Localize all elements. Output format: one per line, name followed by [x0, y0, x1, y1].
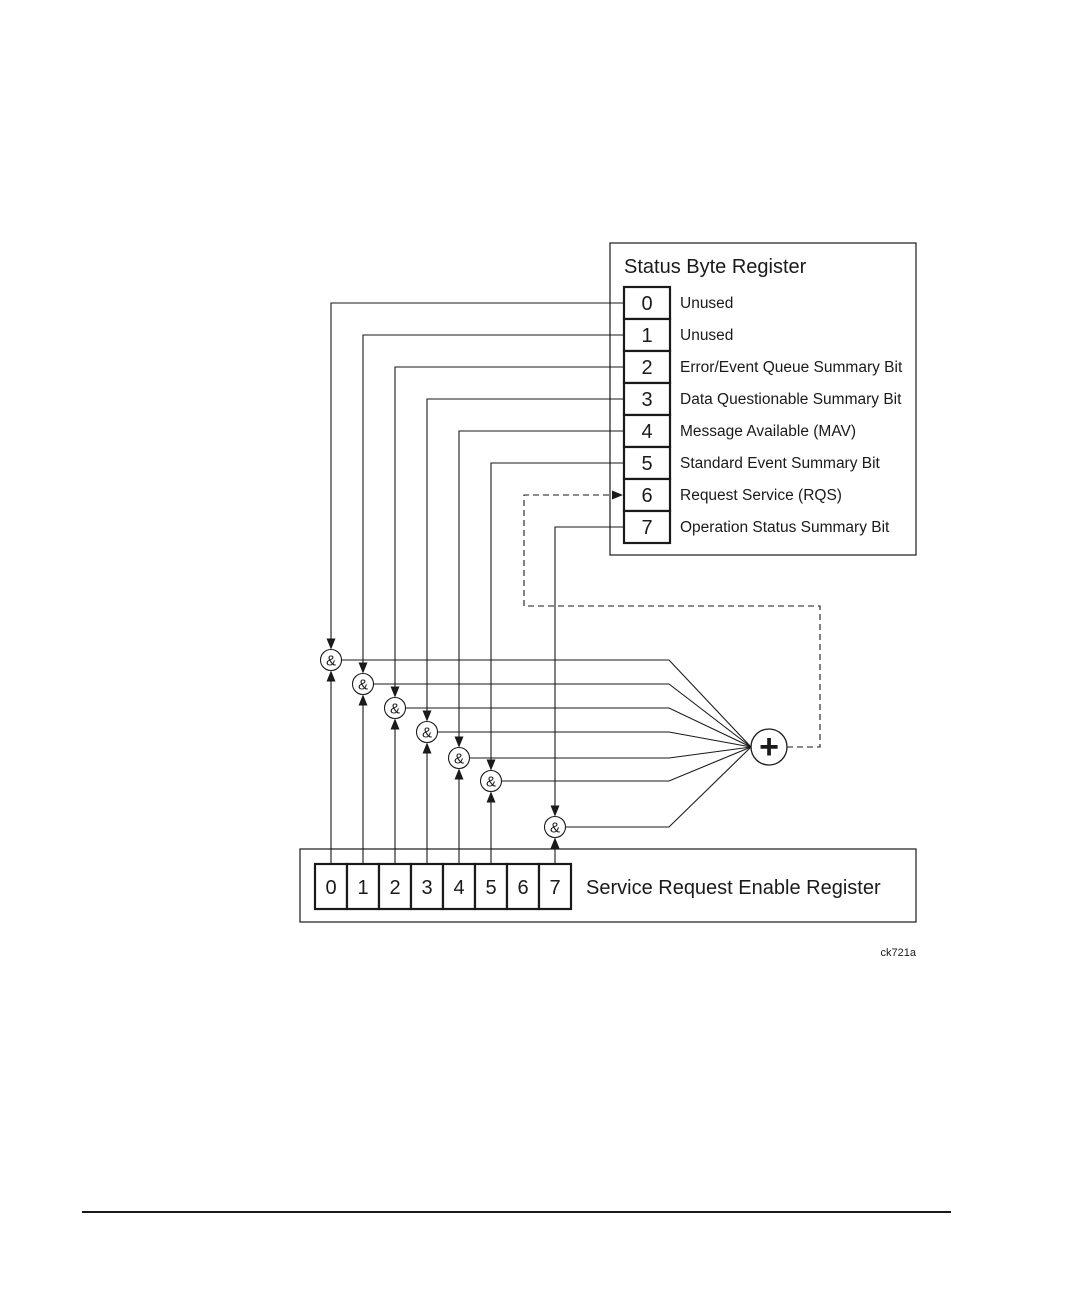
status-bit-number: 0	[641, 293, 652, 315]
arrow-up-icon	[359, 695, 368, 706]
arrow-down-icon	[551, 806, 560, 817]
status-bit-label: Standard Event Summary Bit	[680, 455, 881, 472]
status-bit-number: 7	[641, 517, 652, 539]
status-bit-label: Message Available (MAV)	[680, 423, 856, 440]
status-bit-number: 4	[641, 421, 652, 443]
and-gate-symbol: &	[454, 751, 464, 768]
status-bit-number: 5	[641, 453, 652, 475]
or-gate: +	[751, 728, 787, 766]
status-bit-label: Unused	[680, 295, 733, 312]
enable-bit-number: 2	[389, 877, 400, 899]
status-to-gate-line	[555, 527, 624, 816]
arrow-up-icon	[551, 838, 560, 849]
status-bit-label: Unused	[680, 327, 733, 344]
gate-to-sum-line	[470, 747, 752, 758]
status-to-gate-line	[491, 463, 624, 770]
arrow-down-icon	[487, 760, 496, 771]
enable-bit-number: 4	[453, 877, 464, 899]
arrow-up-icon	[455, 769, 464, 780]
arrow-up-icon	[391, 719, 400, 730]
status-bit-label: Error/Event Queue Summary Bit	[680, 359, 903, 376]
status-bit-number: 6	[641, 485, 652, 507]
status-bit-label: Operation Status Summary Bit	[680, 519, 890, 536]
arrow-up-icon	[327, 671, 336, 682]
figure-id: ck721a	[881, 947, 917, 959]
and-gate-symbol: &	[326, 653, 336, 670]
and-gate-symbol: &	[550, 820, 560, 837]
enable-bit-number: 3	[421, 877, 432, 899]
enable-bit-number: 7	[549, 877, 560, 899]
and-gate-symbol: &	[422, 725, 432, 742]
status-bit-number: 3	[641, 389, 652, 411]
status-bit-number: 2	[641, 357, 652, 379]
status-to-gate-line	[363, 335, 624, 673]
status-to-gate-line	[331, 303, 624, 649]
enable-bit-number: 0	[325, 877, 336, 899]
status-to-gate-line	[427, 399, 624, 721]
enable-bit-number: 5	[485, 877, 496, 899]
status-byte-register-title: Status Byte Register	[624, 256, 807, 278]
and-gate-symbol: &	[390, 701, 400, 718]
arrow-down-icon	[391, 687, 400, 698]
arrow-up-icon	[487, 792, 496, 803]
and-gate-symbol: &	[486, 774, 496, 791]
and-gate-symbol: &	[358, 677, 368, 694]
and-gates: & & & & & & &	[321, 650, 566, 838]
arrow-down-icon	[423, 711, 432, 722]
enable-bit-number: 6	[517, 877, 528, 899]
arrow-down-icon	[359, 663, 368, 674]
or-gate-symbol: +	[759, 728, 779, 766]
status-to-gate-line	[459, 431, 624, 747]
arrow-down-icon	[455, 737, 464, 748]
gate-to-sum-line	[438, 732, 752, 747]
arrow-down-icon	[327, 639, 336, 650]
status-bit-label: Data Questionable Summary Bit	[680, 391, 902, 408]
status-bit-number: 1	[641, 325, 652, 347]
enable-bit-number: 1	[357, 877, 368, 899]
arrow-up-icon	[423, 743, 432, 754]
status-to-gate-line	[395, 367, 624, 697]
status-bit-label: Request Service (RQS)	[680, 487, 842, 504]
service-request-enable-register-title: Service Request Enable Register	[586, 877, 881, 899]
